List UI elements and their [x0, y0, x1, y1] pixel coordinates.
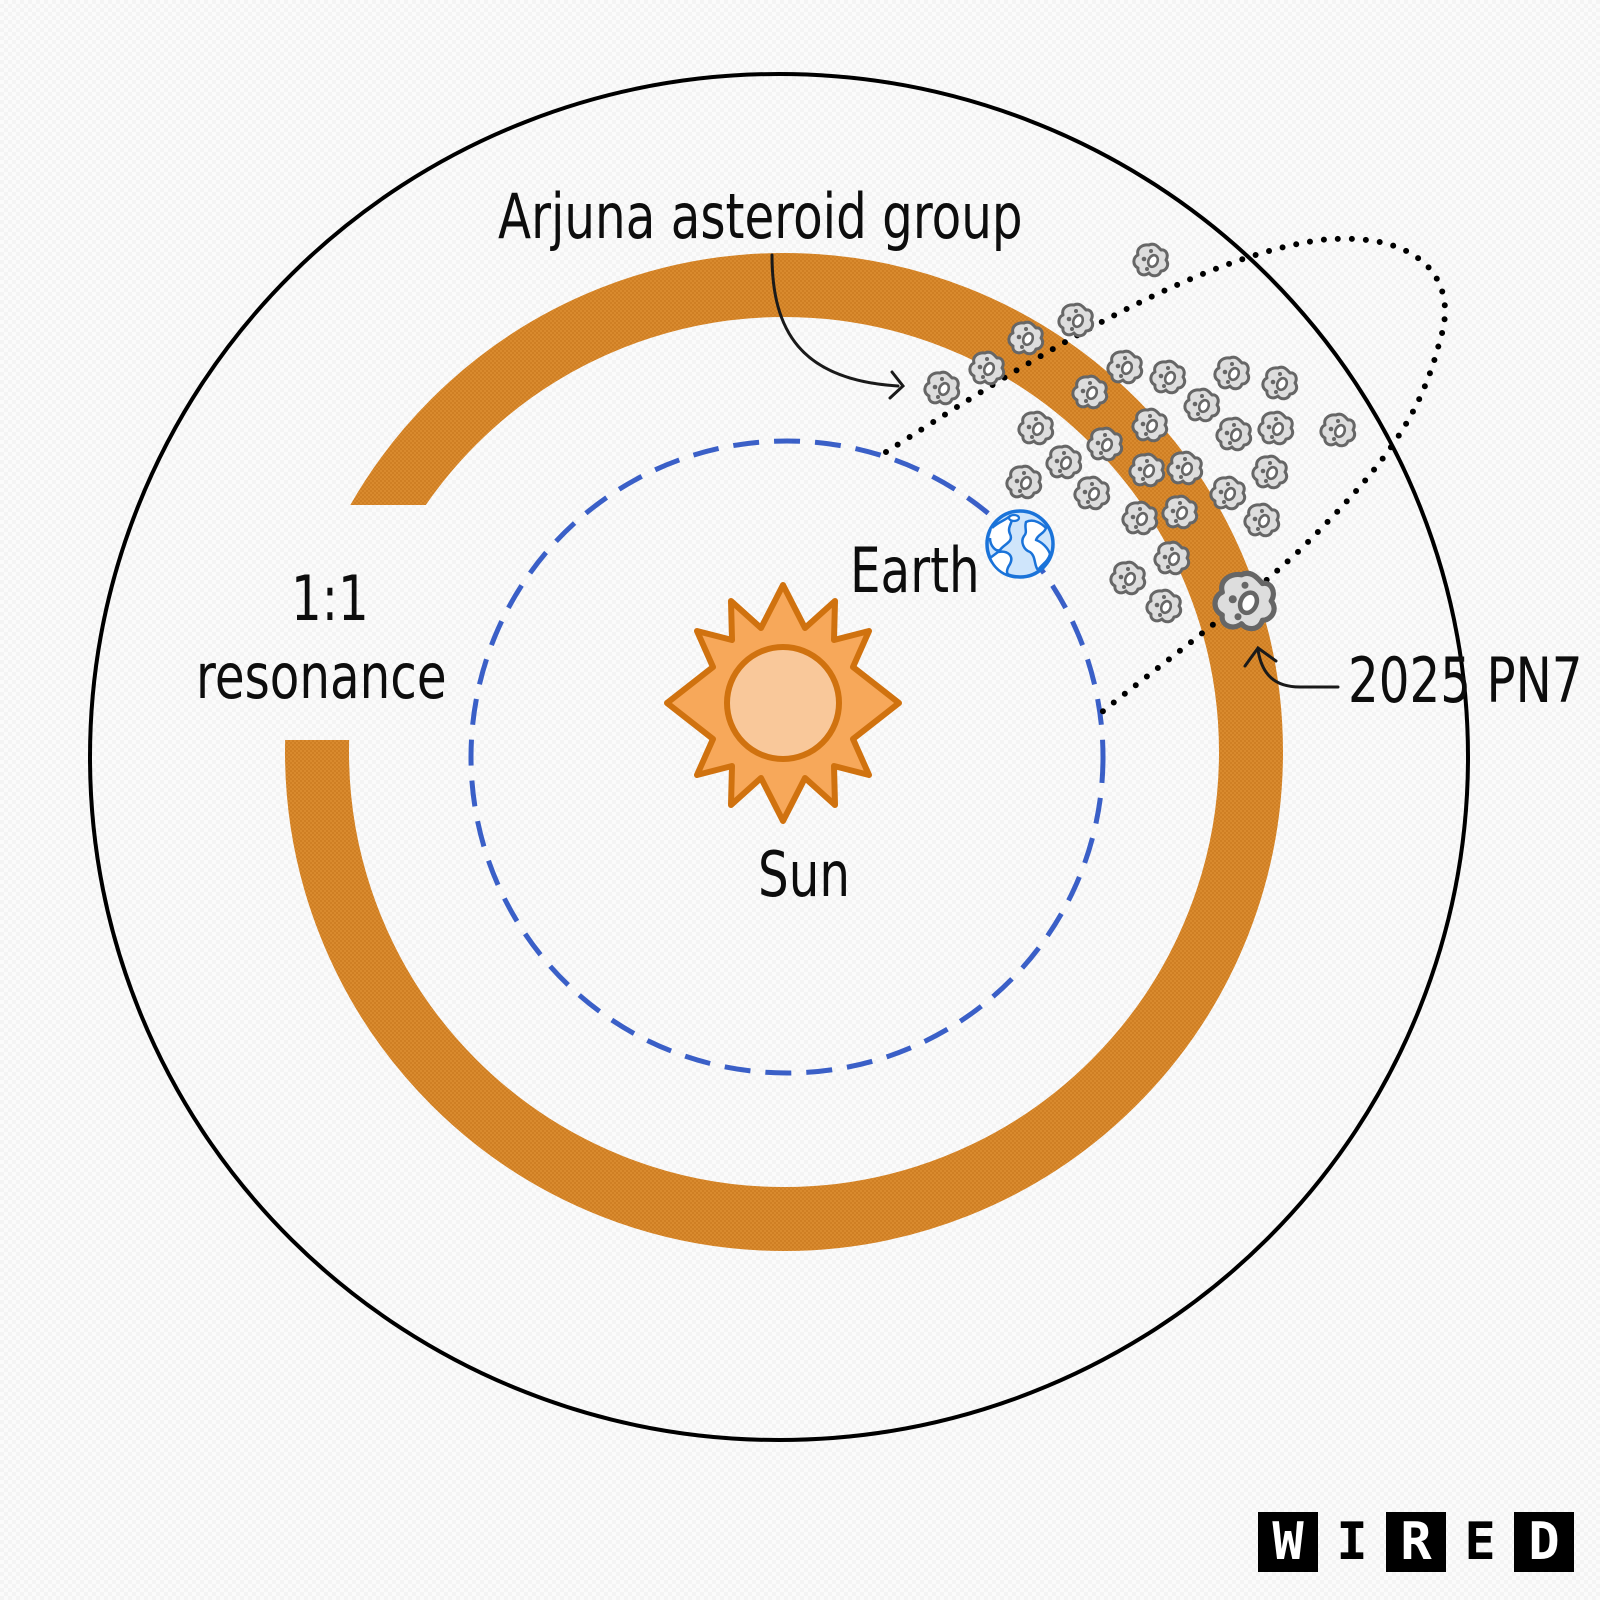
wired-logo-letter: W: [1258, 1512, 1318, 1572]
asteroid-2025-pn7-label: 2025 PN7: [1348, 644, 1583, 717]
earth-label: Earth: [850, 534, 980, 607]
resonance-label-word: resonance: [196, 640, 447, 713]
arjuna-group-label: Arjuna asteroid group: [498, 180, 1023, 253]
outer-orbit-circle: [88, 72, 1470, 1442]
wired-logo-letter: I: [1336, 1512, 1368, 1572]
wired-logo-letter: R: [1386, 1512, 1446, 1572]
wired-logo-letter: D: [1514, 1512, 1574, 1572]
wired-logo: W I R E D: [1258, 1512, 1574, 1572]
asteroid-2025-pn7-icon: [1215, 573, 1274, 628]
resonance-band: [285, 253, 1283, 1251]
pn7-pointer-arrow: [1243, 645, 1340, 689]
resonance-label-ratio: 1:1: [291, 562, 369, 635]
earth-orbit-dashed: [468, 438, 1106, 1076]
earth-globe-icon: [985, 509, 1055, 579]
wired-logo-letter: E: [1464, 1512, 1496, 1572]
sun-label: Sun: [758, 838, 851, 911]
sun-icon: [664, 582, 902, 824]
arjuna-pointer-arrow: [770, 253, 906, 400]
